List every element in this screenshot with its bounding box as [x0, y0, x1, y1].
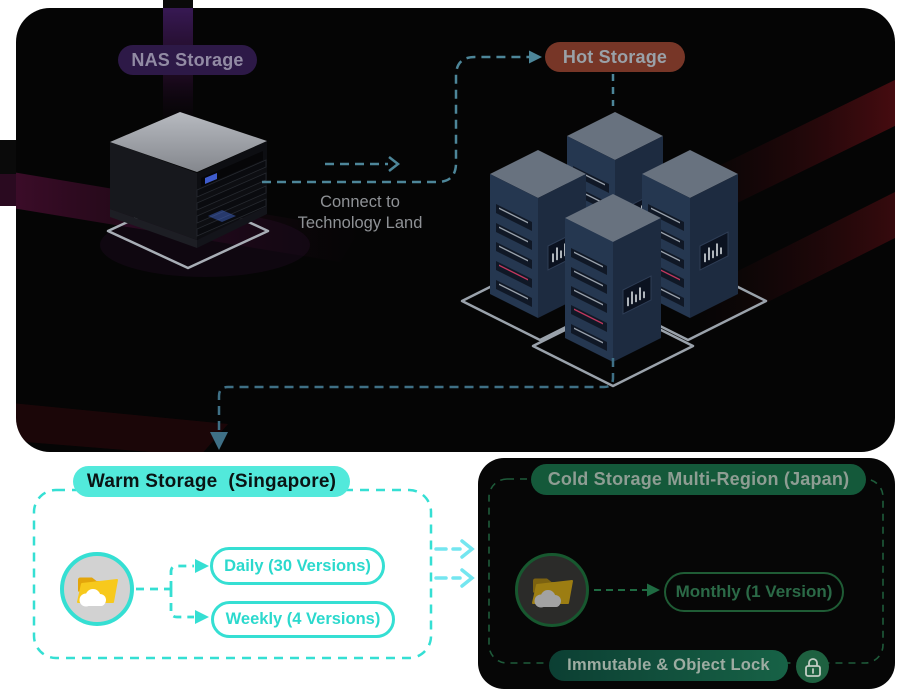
nas-storage-badge: NAS Storage: [118, 45, 257, 75]
left-notch-decor: [0, 140, 17, 174]
open-folder-with-cloud-icon: [532, 578, 573, 608]
warm-to-cold-arrows: [434, 539, 475, 588]
immutable-object-lock-badge: Immutable & Object Lock: [549, 650, 788, 681]
padlock-icon: [804, 657, 821, 677]
lock-badge: [796, 650, 829, 683]
connect-caption-line1: Connect to: [320, 193, 400, 211]
open-folder-with-cloud-icon: [77, 577, 118, 607]
connect-caption-line2: Technology Land: [297, 214, 423, 232]
cold-folder-avatar: [515, 553, 589, 627]
monthly-version-pill: Monthly (1 Version): [664, 572, 844, 612]
hot-storage-badge: Hot Storage: [545, 42, 685, 72]
daily-versions-pill: Daily (30 Versions): [210, 547, 385, 585]
folder-branch-connectors: [136, 564, 194, 619]
weekly-versions-pill: Weekly (4 Versions): [211, 601, 395, 638]
left-ribbon-stub-decor: [0, 174, 17, 206]
warm-folder-avatar: [60, 552, 134, 626]
warm-storage-badge: Warm Storage (Singapore): [73, 466, 350, 497]
cold-storage-badge: Cold Storage Multi-Region (Japan): [531, 464, 866, 495]
connect-caption: Connect to Technology Land: [270, 192, 450, 234]
